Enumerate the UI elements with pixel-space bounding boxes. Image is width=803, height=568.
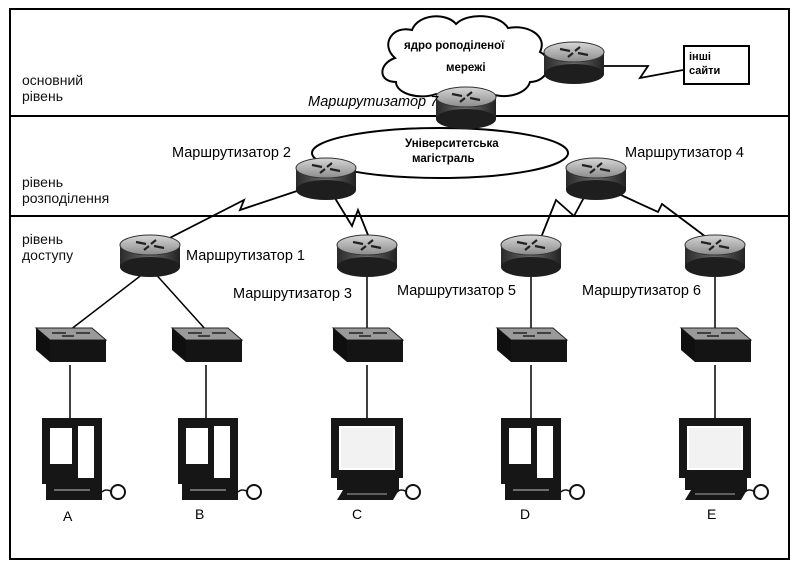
core-tier-label-line1: основний (22, 72, 84, 88)
host-c-label: C (352, 506, 363, 522)
router-5-label: Маршрутизатор 5 (397, 283, 516, 299)
backbone-label-line2: магістраль (412, 153, 475, 165)
diagram-frame (9, 8, 790, 560)
router-icon-r5 (499, 233, 563, 279)
router-icon-r7 (434, 85, 498, 131)
router-1-label: Маршрутизатор 1 (186, 248, 305, 264)
host-a-label: A (63, 508, 73, 524)
access-tier-label-line1: рівень (22, 231, 63, 247)
cloud-label-line1: ядро роподіленої (404, 40, 505, 52)
core-tier-label: основний рівень (22, 72, 83, 104)
backbone-label-line1: Університетська (405, 138, 499, 150)
distribution-tier-label-line2: розподілення (22, 190, 110, 206)
router-6-label: Маршрутизатор 6 (582, 283, 701, 299)
link-r4-r5 (539, 189, 589, 241)
workstation-icon-d (500, 417, 585, 501)
switch-icon-d (496, 327, 568, 363)
link-r1-switchA (69, 269, 149, 331)
link-r7-to-sites (604, 65, 684, 80)
router-4-label: Маршрутизатор 4 (625, 145, 744, 161)
link-r2-r1 (149, 189, 301, 249)
switch-icon-a (35, 327, 107, 363)
router-icon-r3 (335, 233, 399, 279)
workstation-icon-b (177, 417, 262, 501)
other-sites-box: інші сайти (683, 45, 750, 85)
host-e-label: E (707, 506, 717, 522)
access-tier-label: рівень доступу (22, 231, 73, 263)
link-r4-r6 (609, 189, 711, 241)
cloud-label-line2: мережі (446, 62, 486, 74)
router-icon-r1 (118, 233, 182, 279)
router-icon-r6 (683, 233, 747, 279)
switch-icon-b (171, 327, 243, 363)
monitor-icon-c (330, 417, 421, 501)
other-sites-line2: сайти (689, 65, 721, 77)
access-tier-label-line2: доступу (22, 247, 74, 263)
router-7-label: Маршрутизатор 7 (308, 94, 439, 110)
distribution-tier-divider (9, 215, 790, 217)
router-icon-sites (542, 40, 606, 86)
switch-icon-c (332, 327, 404, 363)
university-backbone-ring (311, 127, 569, 179)
core-tier-label-line2: рівень (22, 88, 63, 104)
host-b-label: B (195, 506, 205, 522)
switch-icon-e (680, 327, 752, 363)
workstation-icon-a (41, 417, 126, 501)
router-icon-r4 (564, 156, 628, 202)
router-3-label: Маршрутизатор 3 (233, 286, 352, 302)
core-tier-divider (9, 115, 790, 117)
distribution-tier-label-line1: рівень (22, 174, 63, 190)
link-r1-switchB (151, 269, 207, 331)
distribution-tier-label: рівень розподілення (22, 174, 109, 206)
router-icon-r2 (294, 156, 358, 202)
link-r2-r3 (329, 189, 371, 241)
other-sites-line1: інші (689, 51, 711, 63)
monitor-icon-e (678, 417, 769, 501)
host-d-label: D (520, 506, 531, 522)
router-2-label: Маршрутизатор 2 (172, 145, 291, 161)
